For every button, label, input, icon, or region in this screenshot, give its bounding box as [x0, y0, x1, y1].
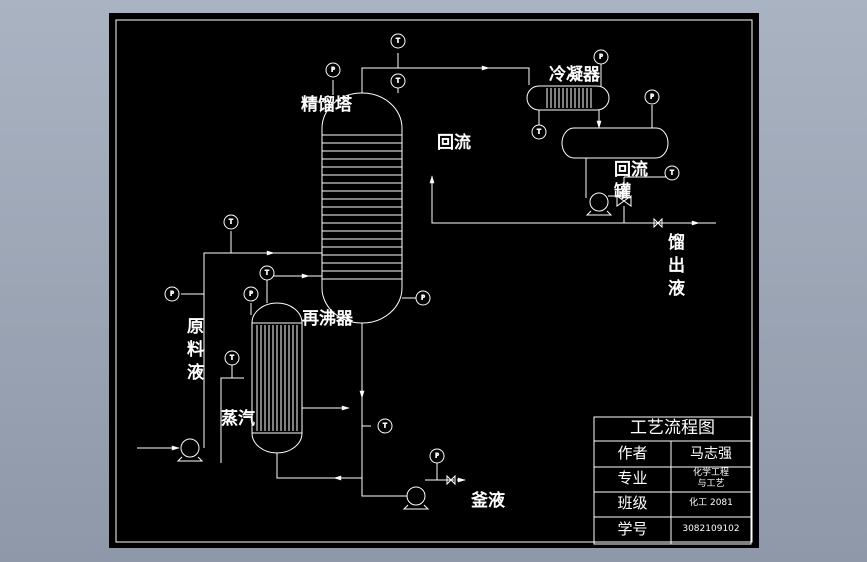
process-flow-diagram: T T P P T P T T P T P P T T P — [115, 19, 753, 545]
title-block — [593, 416, 752, 545]
distillate-valve — [653, 217, 663, 229]
temperature-indicator-steam: T — [224, 350, 240, 366]
bottoms-valve — [446, 474, 456, 486]
svg-text:T: T — [395, 78, 400, 85]
reflux-valve — [616, 195, 632, 207]
id-value: 3082109102 — [682, 524, 740, 534]
condenser — [526, 85, 610, 111]
svg-text:P: P — [599, 54, 603, 61]
column-trays — [322, 134, 402, 280]
temperature-indicator-column-top: T — [390, 73, 406, 89]
svg-text:T: T — [382, 423, 387, 430]
temperature-indicator-feed: T — [223, 214, 239, 230]
svg-text:T: T — [264, 270, 269, 277]
reboiler-label: 再沸器 — [302, 309, 353, 329]
pressure-indicator-reboiler: P — [243, 286, 259, 302]
reflux-drum-label: 回流罐 — [614, 160, 648, 202]
pressure-indicator-feed: P — [164, 286, 180, 302]
overhead-vapor-line — [361, 67, 530, 93]
drawing-sheet: T T P P T P T T P T P P T T P 精馏塔 冷凝器 回流… — [109, 13, 759, 548]
major-value-line1: 化学工程 — [692, 468, 729, 478]
author-label: 作者 — [617, 444, 648, 462]
temperature-indicator-reboiler-vapor: T — [259, 265, 275, 281]
distillate-label: 馏出液 — [664, 233, 684, 302]
svg-text:P: P — [421, 295, 425, 302]
svg-text:T: T — [669, 170, 674, 177]
reboiler-vapor-line — [266, 275, 322, 303]
svg-text:T: T — [395, 38, 400, 45]
feed-line — [203, 252, 322, 448]
temperature-indicator-drum: T — [664, 165, 680, 181]
column-label: 精馏塔 — [301, 95, 352, 115]
reboiler-tubes — [256, 325, 298, 431]
svg-text:P: P — [170, 291, 174, 298]
condenser-tubes — [546, 88, 592, 108]
reflux-drum — [561, 127, 669, 159]
author-value: 马志强 — [690, 446, 732, 462]
bottoms-pump — [406, 486, 426, 506]
svg-text:T: T — [228, 219, 233, 226]
svg-text:P: P — [249, 291, 253, 298]
instrument-bubbles: T T P P T P T T P T P P T T P — [164, 33, 680, 464]
pressure-indicator-column-top: P — [325, 62, 341, 78]
steam-line — [220, 377, 244, 463]
pressure-indicator-drum: P — [644, 89, 660, 105]
svg-text:P: P — [331, 67, 335, 74]
drawing-border — [115, 19, 753, 543]
steam-label: 蒸汽 — [221, 409, 255, 429]
svg-text:P: P — [435, 453, 439, 460]
svg-text:T: T — [229, 355, 234, 362]
svg-text:T: T — [536, 129, 541, 136]
feed-pump — [180, 438, 200, 458]
class-label: 班级 — [617, 494, 648, 512]
temperature-indicator-bottoms: T — [377, 418, 393, 434]
pressure-indicator-condenser: P — [593, 49, 609, 65]
feed-label: 原料液 — [183, 317, 203, 386]
reflux-pump — [589, 192, 609, 212]
temperature-indicator-overhead: T — [390, 33, 406, 49]
reflux-return-line — [431, 176, 625, 224]
temperature-indicator-condenser: T — [531, 124, 547, 140]
reflux-pump-base — [585, 210, 613, 216]
feed-pump-base — [176, 456, 204, 462]
title-block-title: 工艺流程图 — [630, 418, 715, 438]
reboiler-feed-line — [276, 453, 362, 479]
reflux-line-label: 回流 — [437, 133, 471, 153]
bottoms-line — [361, 323, 407, 497]
bottoms-label: 釜液 — [471, 491, 505, 511]
pump-discharge-line — [608, 177, 625, 197]
id-label: 学号 — [617, 520, 648, 538]
pressure-indicator-column-bottom: P — [415, 290, 431, 306]
class-value: 化工 2081 — [689, 498, 733, 508]
condenser-label: 冷凝器 — [549, 65, 600, 85]
major-label: 专业 — [617, 469, 648, 487]
pressure-indicator-bottoms: P — [429, 448, 445, 464]
distillation-column — [321, 92, 403, 324]
bottoms-pump-base — [402, 504, 430, 510]
svg-text:P: P — [650, 94, 654, 101]
major-value-line2: 与工艺 — [697, 479, 725, 489]
